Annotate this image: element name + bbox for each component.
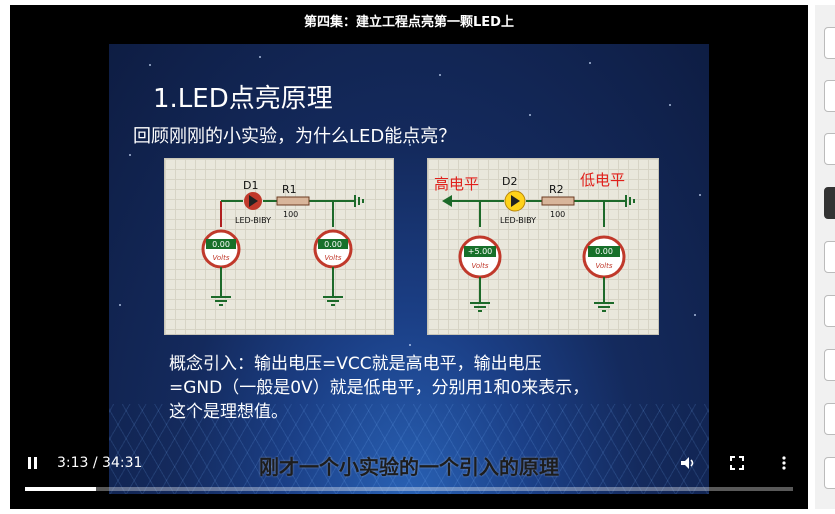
side-button[interactable]	[824, 349, 835, 381]
meter-reading-2: 0.00	[595, 247, 613, 256]
diode-part: LED-BIBY	[235, 216, 271, 225]
slide-frame: 1.LED点亮原理 回顾刚刚的小实验，为什么LED能点亮？ D1 LED-BIB…	[109, 44, 709, 494]
side-button[interactable]	[824, 295, 835, 327]
svg-text:Volts: Volts	[472, 262, 489, 270]
progress-fill	[25, 487, 97, 491]
svg-text:Volts: Volts	[596, 262, 613, 270]
meter-reading-1: 0.00	[212, 240, 230, 249]
side-button[interactable]	[824, 241, 835, 273]
resistor-value: 100	[283, 210, 298, 219]
circuit-diagram-left: D1 LED-BIBY R1 100 0.00 Volts 0.00 Volts	[164, 158, 394, 335]
side-button[interactable]	[824, 27, 835, 59]
side-button[interactable]	[824, 457, 835, 489]
resistor-value: 100	[550, 210, 565, 219]
side-panel	[815, 5, 835, 509]
video-player[interactable]: 第四集：建立工程点亮第一颗LED上 1.LED点亮原理 回顾刚刚的小实验，为什么…	[10, 5, 808, 509]
svg-text:Volts: Volts	[325, 254, 342, 262]
more-vertical-icon[interactable]	[780, 455, 788, 475]
concept-text: 概念引入：输出电压=VCC就是高电平，输出电压 =GND（一般是0V）就是低电平…	[169, 354, 590, 422]
player-controls: 3:13 / 34:31	[10, 445, 808, 509]
slide-heading: 1.LED点亮原理	[153, 84, 333, 114]
video-caption: 刚才一个小实验的一个引入的原理	[259, 455, 559, 479]
side-button-active[interactable]	[824, 187, 835, 219]
resistor-label: R1	[282, 183, 297, 196]
low-level-label: 低电平	[580, 171, 625, 189]
volume-icon[interactable]	[679, 455, 697, 475]
diode-part: LED-BIBY	[500, 216, 536, 225]
svg-text:Volts: Volts	[213, 254, 230, 262]
side-button[interactable]	[824, 80, 835, 112]
progress-bar[interactable]	[25, 487, 793, 491]
time-display: 3:13 / 34:31	[57, 455, 143, 471]
diode-label: D1	[243, 179, 258, 192]
meter-reading-1: +5.00	[468, 247, 493, 256]
meter-reading-2: 0.00	[324, 240, 342, 249]
decorative-grid	[109, 404, 709, 494]
circuit-diagram-right: 高电平 低电平 D2 LED-BIBY R2 100 +5.00 Volts 0…	[427, 158, 659, 335]
diode-label: D2	[502, 175, 517, 188]
fullscreen-icon[interactable]	[729, 455, 745, 475]
high-level-label: 高电平	[434, 175, 479, 193]
side-button[interactable]	[824, 403, 835, 435]
side-button[interactable]	[824, 133, 835, 165]
resistor-label: R2	[549, 183, 564, 196]
slide-question: 回顾刚刚的小实验，为什么LED能点亮？	[133, 126, 457, 147]
pause-icon[interactable]	[26, 455, 40, 475]
video-title: 第四集：建立工程点亮第一颗LED上	[304, 15, 514, 30]
